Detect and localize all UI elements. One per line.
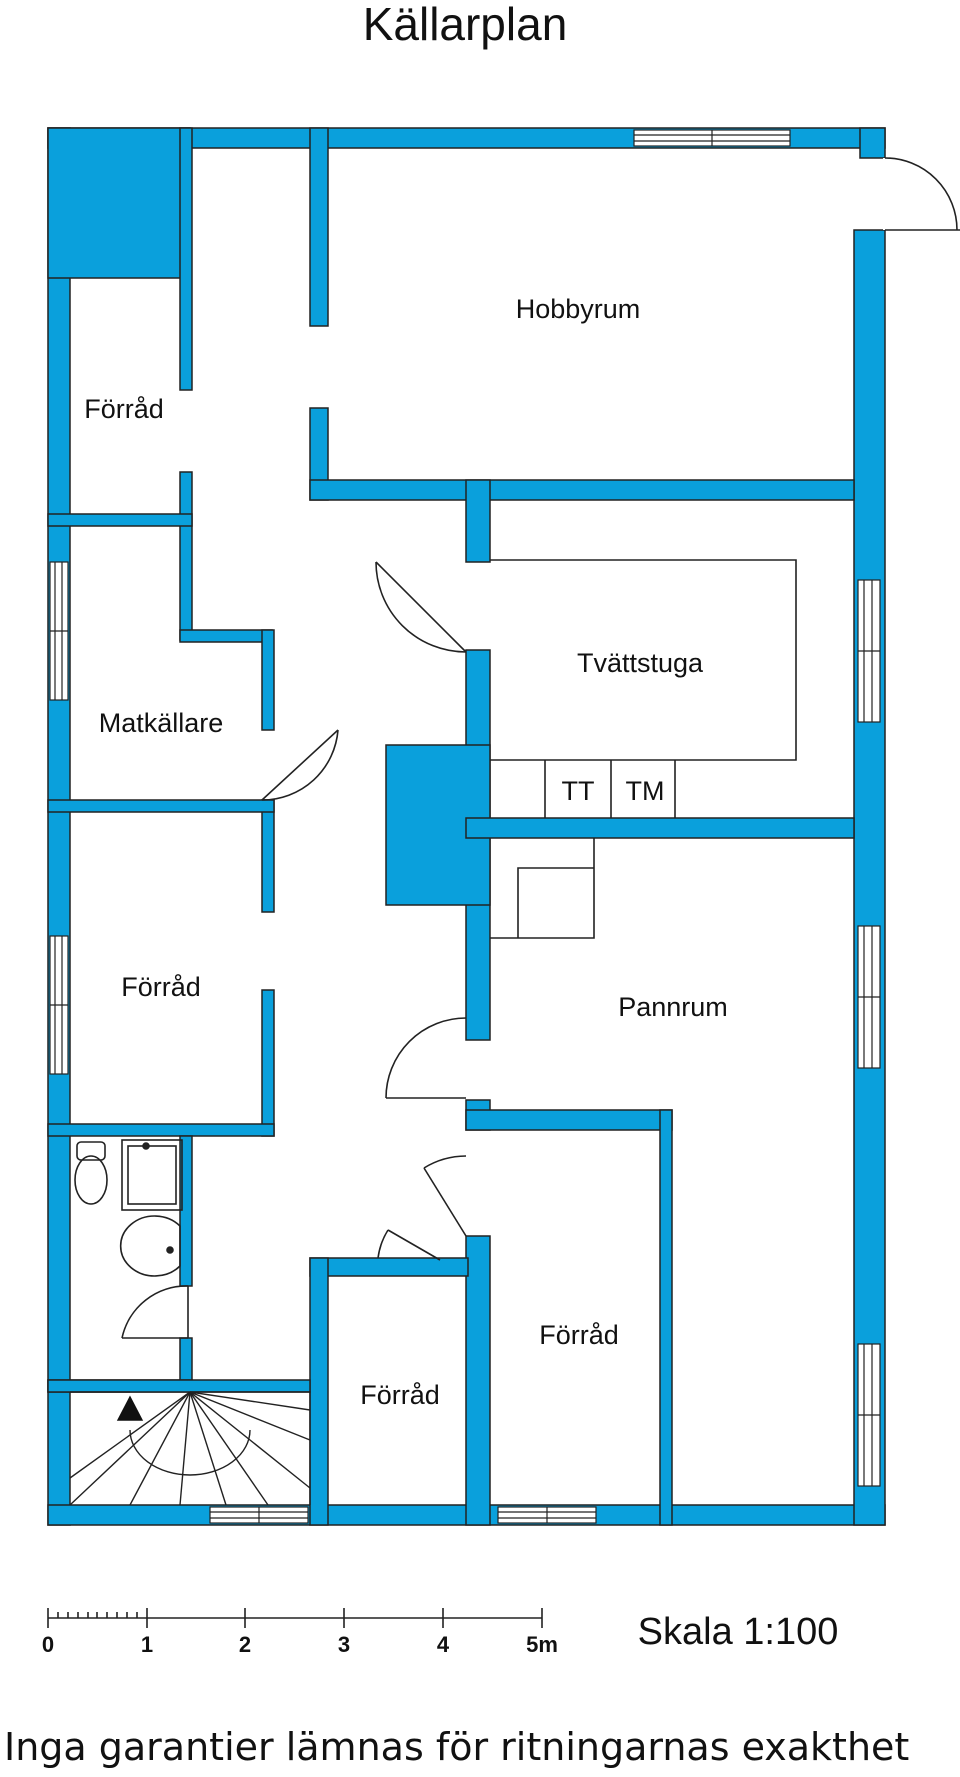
window-icon [497, 1506, 597, 1524]
door-swing-icon [377, 1229, 441, 1261]
wall-stair-top [47, 1379, 311, 1393]
corridor-wall-left-f [261, 989, 275, 1137]
wall-small-forrad-top [309, 1257, 469, 1277]
tvatt-counter [490, 559, 797, 761]
window-icon [209, 1506, 309, 1524]
room-label-hobbyrum: Hobbyrum [516, 294, 641, 324]
sink-icon [119, 1215, 181, 1277]
room-label-forrad-right: Förråd [539, 1320, 619, 1350]
room-label-matkallare: Matkällare [99, 708, 224, 738]
wall-forrad-wc [47, 1123, 275, 1137]
corridor-wall-left-e [261, 799, 275, 913]
window-icon [857, 579, 881, 723]
scale-tick-3: 3 [338, 1632, 350, 1657]
door-swing-icon [121, 1285, 189, 1339]
wall-tvatt-left-a [465, 479, 491, 563]
room-label-tvattstuga: Tvättstuga [577, 648, 704, 678]
door-swing-icon [423, 1155, 467, 1237]
shower-icon [121, 1139, 183, 1211]
window-icon [857, 1343, 881, 1487]
room-label-pannrum: Pannrum [618, 992, 728, 1022]
doors [121, 157, 960, 1339]
window-icon [857, 925, 881, 1069]
plan-title: Källarplan [363, 0, 568, 50]
room-label-forrad-top: Förråd [84, 394, 164, 424]
window-icon [49, 935, 69, 1075]
outer-wall-right-top [859, 127, 886, 159]
wall-tvatt-bottom [465, 817, 855, 839]
outer-wall-right [853, 229, 886, 1526]
walls [47, 127, 886, 1526]
corner-block [47, 127, 191, 279]
scale-tick-5m: 5m [526, 1632, 558, 1657]
room-label-tt: TT [562, 776, 595, 806]
room-label-tm: TM [626, 776, 665, 806]
door-swing-icon [883, 157, 960, 231]
boiler-outline [490, 838, 595, 939]
room-label-forrad-bottom: Förråd [360, 1380, 440, 1410]
corridor-wall-left-d [261, 629, 275, 731]
stair-walkline [129, 1429, 251, 1476]
scale-bar [47, 1608, 543, 1628]
wall-hobbyrum-bottom [309, 479, 855, 501]
window-icon [49, 561, 69, 701]
scale-tick-4: 4 [437, 1632, 450, 1657]
scale-label: Skala 1:100 [638, 1611, 839, 1653]
stair-arrow-icon [116, 1395, 144, 1421]
wall-matkallare-forrad [47, 799, 275, 813]
door-swing-icon [375, 561, 467, 653]
wall-forrad-right-wall [659, 1109, 673, 1526]
corridor-wall-left-c [179, 629, 273, 643]
window-icon [633, 129, 791, 147]
boiler-inner [517, 867, 594, 938]
wall-forrad-bottom-left [465, 1235, 491, 1526]
staircase [69, 1391, 311, 1506]
room-label-forrad-left: Förråd [121, 972, 201, 1002]
scale-tick-1: 1 [141, 1632, 153, 1657]
toilet-icon [74, 1141, 108, 1205]
scale-tick-0: 0 [42, 1632, 54, 1657]
fixtures [74, 559, 797, 1277]
wall-pannrum-bottom [465, 1109, 673, 1131]
wall-hobbyrum-left-a [309, 127, 329, 327]
wall-small-forrad-left [309, 1257, 329, 1526]
door-swing-icon [385, 1017, 467, 1099]
windows [49, 129, 881, 1524]
corridor-wall-left-a [179, 127, 193, 391]
outer-wall-left [47, 127, 71, 1526]
scale-tick-2: 2 [239, 1632, 251, 1657]
wall-forrad-matkallare [47, 513, 193, 527]
corridor-wall-left-b [179, 471, 193, 641]
door-swing-icon [261, 729, 339, 801]
disclaimer-text: Inga garantier lämnas för ritningarnas e… [4, 1725, 909, 1769]
